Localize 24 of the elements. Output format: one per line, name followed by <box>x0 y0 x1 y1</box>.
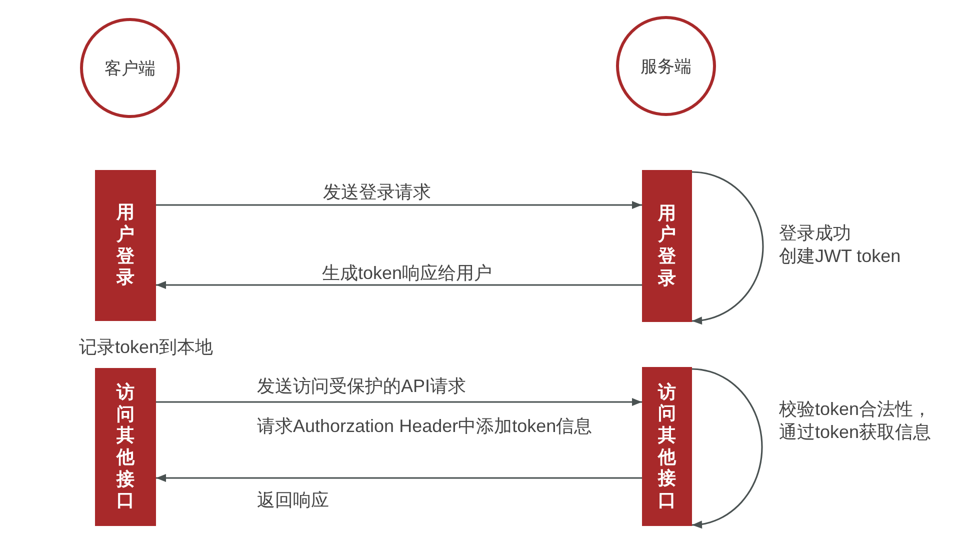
edge-label: 生成token响应给用户 <box>322 262 492 285</box>
loop-arrow <box>692 171 764 325</box>
process-bar <box>95 170 156 321</box>
bar-label: 访问其他接口 <box>658 382 676 512</box>
process-bar <box>95 368 156 526</box>
arrow <box>156 201 642 209</box>
arrow <box>156 281 642 289</box>
process-bar <box>642 367 692 526</box>
loop-arrow <box>692 368 763 529</box>
bar-label: 用户登录 <box>658 202 676 290</box>
note-text: 记录token到本地 <box>79 336 214 359</box>
edge-label: 校验token合法性，通过token获取信息 <box>779 398 932 444</box>
node-label: 客户端 <box>104 58 156 80</box>
edge-label: 返回响应 <box>257 489 329 512</box>
edge-label: 发送登录请求 <box>323 181 431 204</box>
bar-label: 用户登录 <box>116 202 134 289</box>
edge-label: 登录成功创建JWT token <box>779 222 902 268</box>
node-label: 服务端 <box>640 56 692 78</box>
arrow <box>156 398 642 406</box>
process-bar <box>642 170 692 322</box>
edge-label: 发送访问受保护的API请求 <box>257 375 466 398</box>
arrow <box>156 474 642 482</box>
annotation-text: 请求Authorzation Header中添加token信息 <box>257 415 592 438</box>
bar-label: 访问其他接口 <box>116 382 134 512</box>
